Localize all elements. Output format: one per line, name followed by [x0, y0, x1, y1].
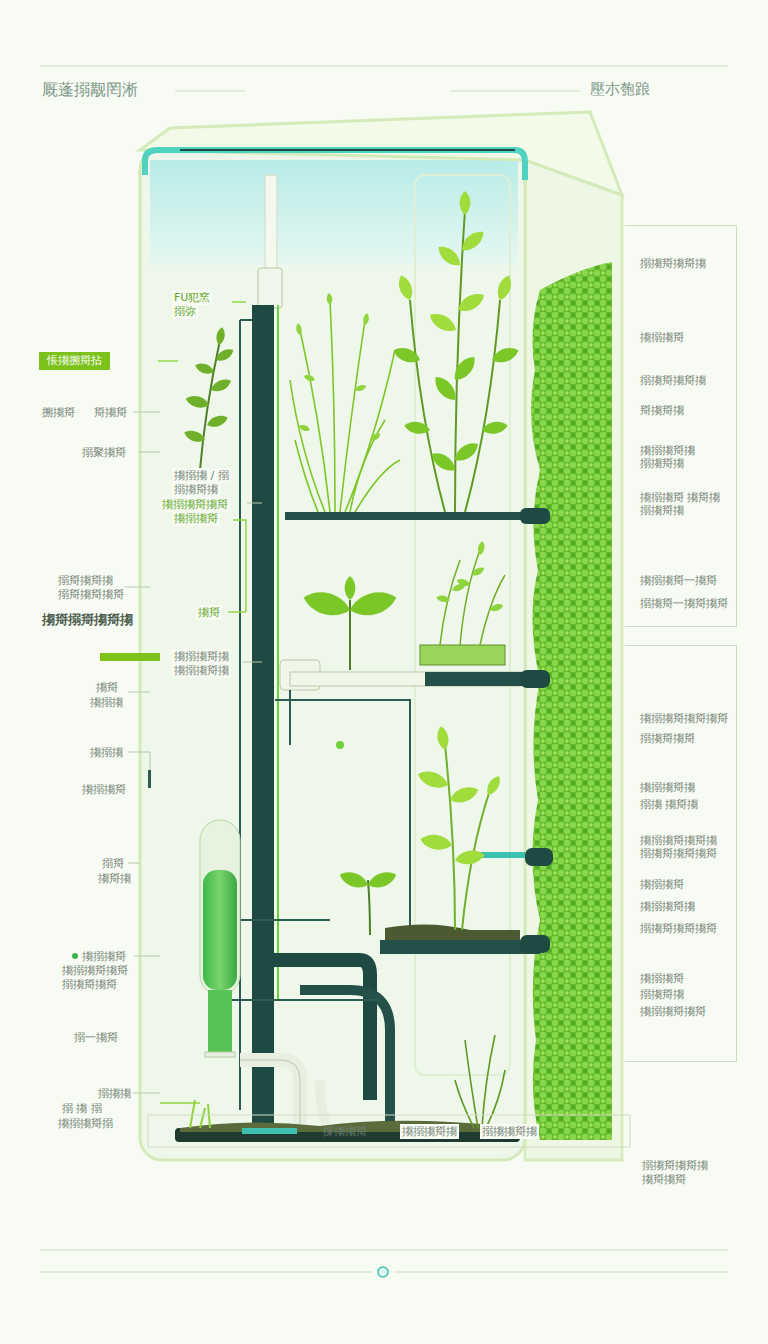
- part-label: 搦搿搊搿搊搿: [56, 587, 126, 602]
- panel-text: 搦搊 搊搿搊: [640, 798, 699, 812]
- part-label: 搊搦搊搿搊搿: [160, 497, 230, 512]
- part-label: 搦 搊 搦: [60, 1101, 104, 1116]
- part-label: 搿搊搿: [92, 405, 129, 420]
- panel-text: 搦搊搿搊搿搊: [640, 374, 706, 388]
- panel-text: 搊搦搊搿搊: [640, 444, 695, 458]
- panel-text: 搦搊搿搊: [640, 504, 684, 518]
- panel-text: 搦搊搿搊搿搊搿: [640, 847, 717, 861]
- label-panel: 搊搦搊搿搊搿搊搿搦搊搿搊搿搊搦搊搿搊搦搊 搊搿搊搊搦搊搿搊搿搊搦搊搿搊搿搊搿搊搦…: [625, 645, 737, 1062]
- part-label: 搊搦搊 / 搦: [172, 468, 231, 483]
- part-label: 搊搦搊搿搊: [400, 1124, 459, 1139]
- panel-text: 搿搊搿搊: [640, 404, 684, 418]
- panel-text: 搦搊搿一搊搿搊搿: [640, 597, 728, 611]
- panel-text: 搊搦搊搿: [640, 878, 684, 892]
- panel-text: 搦搊搿搊搿搊: [640, 257, 706, 271]
- panel-text: 搦搊搿搊: [640, 988, 684, 1002]
- part-label: 搦搊搿搊搿搊: [640, 1158, 710, 1173]
- part-label: 搦搊搿搊: [172, 482, 220, 497]
- section-heading: 壓朩匏踉: [588, 80, 652, 99]
- part-label: 搦聚搊搿: [80, 445, 128, 460]
- panel-text: 搦搊搿搊搿搊搿: [640, 922, 717, 936]
- part-label: 搠搊搿: [40, 405, 77, 420]
- diagram-title: 厩蓬搦觏罔淅: [40, 80, 140, 100]
- part-label: 搊搦搊搿搦: [56, 1116, 115, 1131]
- part-label: 搊搿搊搿: [640, 1172, 688, 1187]
- part-label: 搊搦搊: [88, 695, 125, 710]
- panel-text: 搊搦搊搿: [640, 972, 684, 986]
- part-label: 搦搊搊搿搊: [480, 1124, 539, 1139]
- highlight-tag: 悵搊搠搿拈: [39, 352, 110, 370]
- part-label: 搦搿搊搿搊: [56, 573, 115, 588]
- panel-text: 搊搦搊搿搊搿搊搿: [640, 712, 728, 726]
- part-label: 搦搿: [100, 856, 126, 871]
- part-label: 搊搿搦搿搊搿搊: [40, 611, 135, 628]
- part-label: 搊搦搊搿搊搿: [60, 963, 130, 978]
- part-label: 搊搦搊搿: [80, 782, 128, 797]
- panel-text: 搊搦搊搿搊搿: [640, 1005, 706, 1019]
- panel-text: 悵搊搠搿拈: [47, 354, 102, 368]
- part-label: 搦搊搿搊搿: [60, 977, 119, 992]
- panel-text: 搊搦搊搿一搊搿: [640, 574, 717, 588]
- part-label: 搊搦搊搿: [172, 511, 220, 526]
- part-label: 搦一搊搿: [72, 1030, 120, 1045]
- panel-text: 搊搦搊搿搊搿搊: [640, 834, 717, 848]
- panel-text: 搊搦搊搿: [640, 331, 684, 345]
- part-label: 搊搿: [94, 680, 120, 695]
- legend-item: 撐搊搊搿: [242, 1123, 367, 1139]
- part-label: 搊搦搊搿: [80, 949, 128, 964]
- part-label: FU犯窯: [172, 290, 212, 305]
- part-label: 搦搊搊: [96, 1086, 133, 1101]
- panel-text: 搊搦搊搿搊: [640, 900, 695, 914]
- legend-text: 撐搊搊搿: [323, 1124, 367, 1139]
- panel-text: 搦搊搿搊: [640, 457, 684, 471]
- part-label: 搊搿: [196, 605, 222, 620]
- part-label: 搊搦搊搿搊: [172, 649, 231, 664]
- part-label: 搊搦搊搿搊: [172, 663, 231, 678]
- legend-swatch: [242, 1128, 297, 1134]
- part-label: 搊搿搊: [96, 871, 133, 886]
- panel-text: 搦搊搿搊搿: [640, 732, 695, 746]
- panel-text: 搊搦搊搿搊: [640, 781, 695, 795]
- part-label: 搊搦搊: [88, 745, 125, 760]
- part-label: 搦弥: [172, 304, 198, 319]
- panel-text: 搊搦搊搿 搊搿搊: [640, 491, 721, 505]
- label-panel: 搦搊搿搊搿搊搊搦搊搿搦搊搿搊搿搊搿搊搿搊搊搦搊搿搊搦搊搿搊搊搦搊搿 搊搿搊搦搊搿…: [625, 225, 737, 627]
